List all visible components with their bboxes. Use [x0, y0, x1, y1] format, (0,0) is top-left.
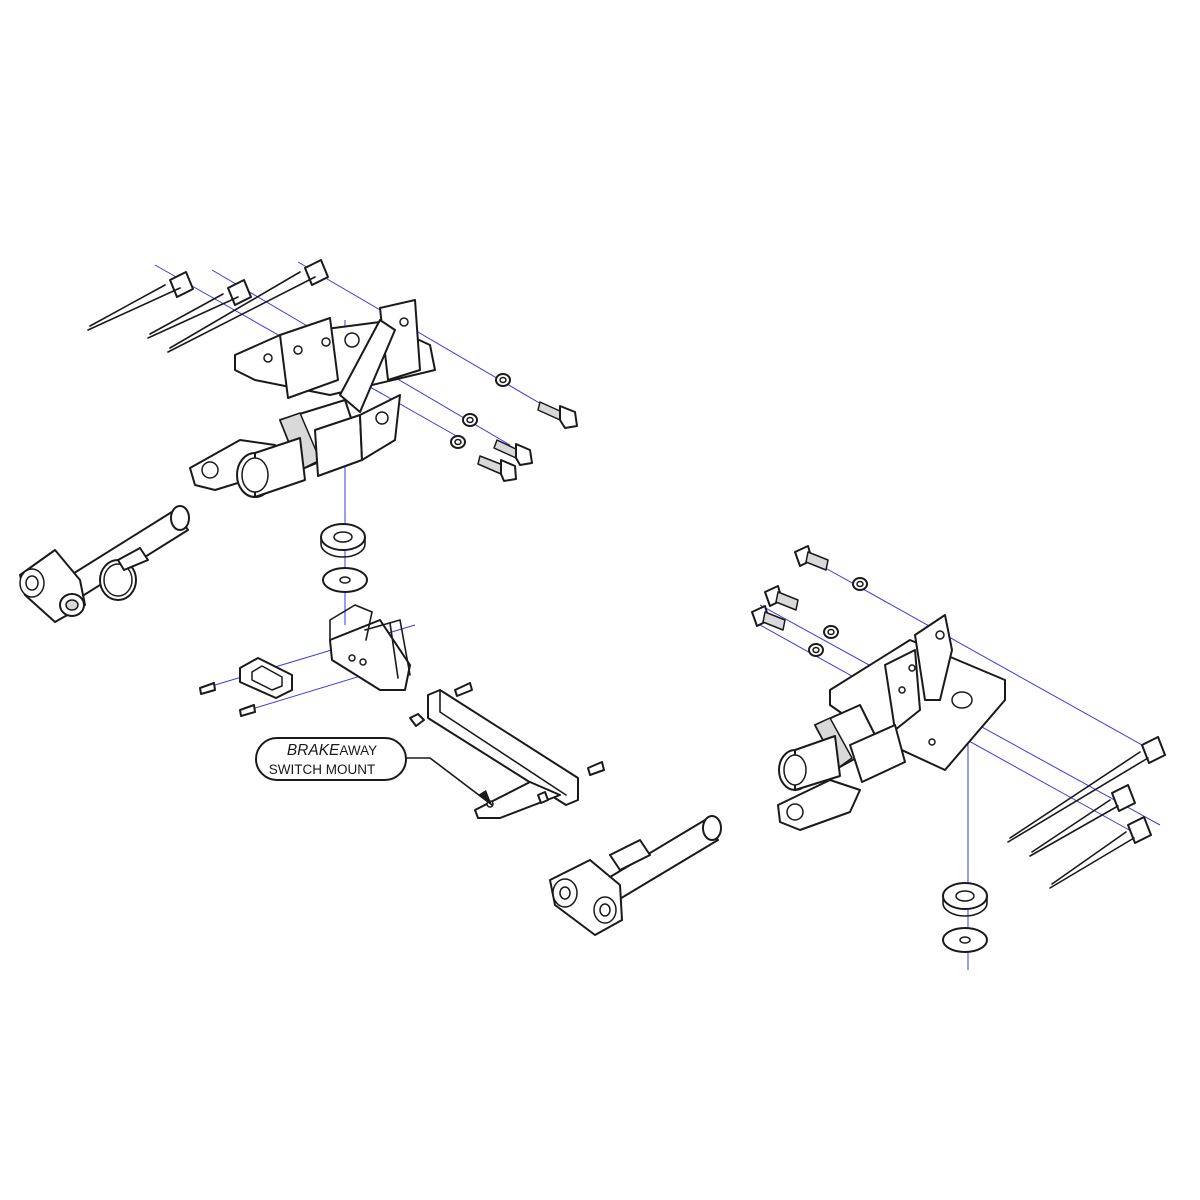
fasteners-bottom-right [751, 545, 868, 657]
callout-line-2: SWITCH MOUNT [269, 762, 375, 777]
spacer-washers-bottom-right [942, 882, 988, 953]
safety-bracket-center [199, 604, 411, 717]
callout-arrowhead [478, 790, 492, 805]
spacer-washers-center [320, 523, 368, 593]
callout-bubble [255, 737, 407, 781]
tow-bar-pin-left [19, 505, 190, 623]
hitch-pins-top-left [87, 259, 329, 353]
hitch-pins-bottom-right [1007, 736, 1166, 889]
breakaway-switch-mount-callout: BRAKEAWAY SWITCH MOUNT [255, 737, 493, 806]
receiver-hitch-top-left [189, 299, 436, 498]
callout-line-1: BRAKEAWAY [287, 742, 377, 759]
receiver-hitch-bottom-right [777, 614, 1006, 831]
fasteners-top-left [450, 373, 578, 482]
tow-bar-pin-bottom [549, 815, 722, 936]
breakaway-switch-mount-bracket [409, 682, 605, 819]
